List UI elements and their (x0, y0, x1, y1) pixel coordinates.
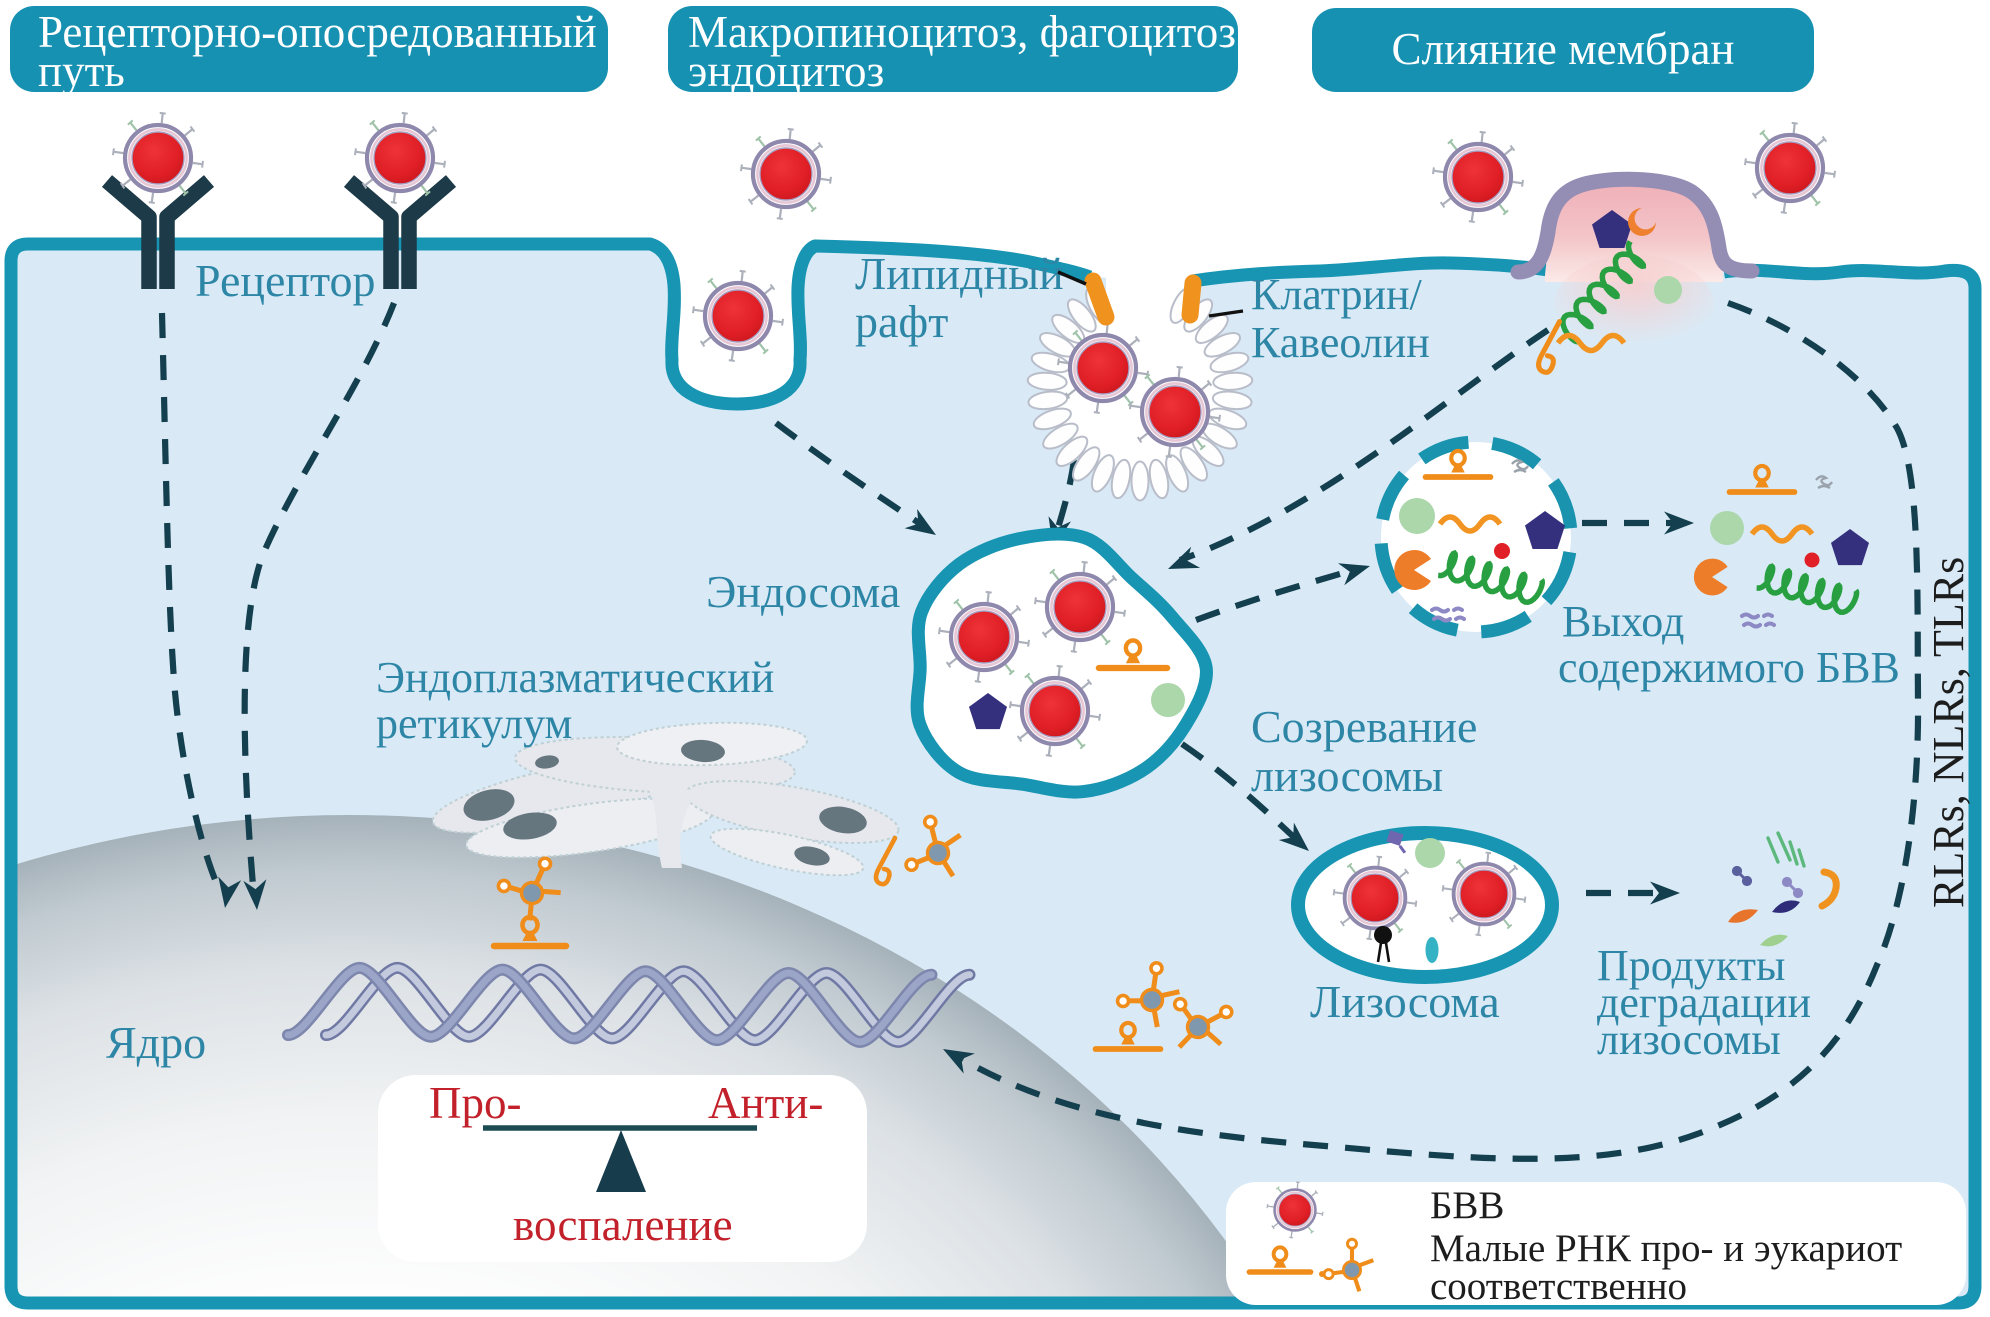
lipid-raft-markers (1084, 272, 1202, 326)
receptor-label: Рецептор (195, 255, 376, 306)
lysosome (1291, 826, 1559, 984)
er-label-2: ретикулум (376, 699, 572, 748)
arrow-endosome-to-lysosome (1180, 741, 1302, 845)
products-label-1: Продукты (1597, 941, 1785, 990)
legend-box (1226, 1182, 1966, 1305)
lipid-pin-icon (1374, 926, 1392, 963)
header-membrane-fusion: Слияние мембран (1312, 8, 1814, 92)
green-cargo-dot (1654, 276, 1682, 304)
released-contents (1693, 466, 1869, 629)
balance-inflammation-label: воспаление (513, 1200, 733, 1250)
legend: БВВ Малые РНК про- и эукариот соответств… (1226, 1180, 1966, 1308)
rna-wave-icon (1555, 332, 1627, 354)
endosome (910, 527, 1213, 799)
legend-rna-label-1: Малые РНК про- и эукариот (1430, 1227, 1902, 1270)
header-fusion-label: Слияние мембран (1391, 24, 1734, 74)
arrow-endosome-to-escape (1194, 566, 1358, 623)
header-receptor-line2: путь (38, 46, 125, 96)
balance-pro-label: Про- (429, 1078, 521, 1128)
green-cargo-dot (1151, 683, 1185, 717)
escape-vesicle (1374, 435, 1578, 639)
products-label-2: деградации (1597, 978, 1811, 1027)
clathrin-pit (1026, 258, 1254, 502)
header-receptor-line1: Рецепторно-опосредованный (38, 7, 597, 57)
lysosome-label: Лизосома (1310, 976, 1500, 1027)
endosome-label: Эндосома (706, 566, 900, 617)
er-label-1: Эндоплазматический (376, 653, 774, 702)
cell-membrane-segment (1191, 256, 1549, 288)
endoplasmic-reticulum (431, 721, 900, 877)
dna-helix (282, 961, 976, 1048)
header-macro-line2: эндоцитоз (688, 46, 884, 96)
arrow-cup-to-endosome (774, 420, 924, 528)
header-receptor-pathway: Рецепторно-опосредованный путь (10, 6, 608, 96)
arrow-big-loop (958, 300, 1922, 1162)
clathrin-label-1: Клатрин/ (1251, 270, 1423, 319)
cell-membrane (4, 237, 1982, 1310)
inflammation-balance: Про- Анти- воспаление (378, 1075, 867, 1262)
escape-contents (1394, 451, 1565, 623)
lipid-raft-label-2: рафт (855, 296, 948, 347)
nucleus-label: Ядро (106, 1017, 206, 1068)
dna-fragment-coil (1560, 240, 1647, 345)
maturation-label-2: лизосомы (1251, 750, 1443, 801)
escape-label-1: Выход (1562, 597, 1684, 646)
clathrin-label-2: Кавеолин (1251, 318, 1430, 367)
maturation-label-1: Созревание (1251, 701, 1477, 752)
lipid-raft-label-1: Липидный (855, 248, 1064, 299)
legend-bvv-label: БВВ (1430, 1184, 1504, 1227)
escape-label-2: содержимого БВВ (1558, 643, 1900, 692)
degradation-products (1728, 831, 1840, 947)
pathway-arrows (158, 300, 1922, 1162)
header-macropinocytosis: Макропиноцитоз, фагоцитоз эндоцитоз (668, 6, 1238, 96)
arrow-receptor-2 (241, 301, 397, 898)
arrow-receptor-1 (158, 312, 224, 895)
lipid-raft-pointer (1057, 270, 1087, 286)
header-macro-line1: Макропиноцитоз, фагоцитоз (688, 7, 1236, 57)
legend-rna-label-2: соответственно (1430, 1265, 1687, 1308)
crescent-icon (1628, 208, 1656, 236)
balance-anti-label: Анти- (708, 1078, 823, 1128)
arrow-pit-to-endosome (1053, 459, 1078, 536)
balance-fulcrum (596, 1130, 646, 1192)
receptors-vertical-label: RLRs, NLRs, TLRs (1924, 557, 1973, 908)
membrane-fusion-site (1510, 171, 1760, 372)
products-label-3: лизосомы (1597, 1015, 1781, 1064)
nucleus (11, 815, 1400, 1303)
arrow-heads (218, 509, 1694, 1074)
clathrin-pointer (1208, 309, 1244, 318)
arrow-fusion-to-endosome (1178, 327, 1550, 563)
